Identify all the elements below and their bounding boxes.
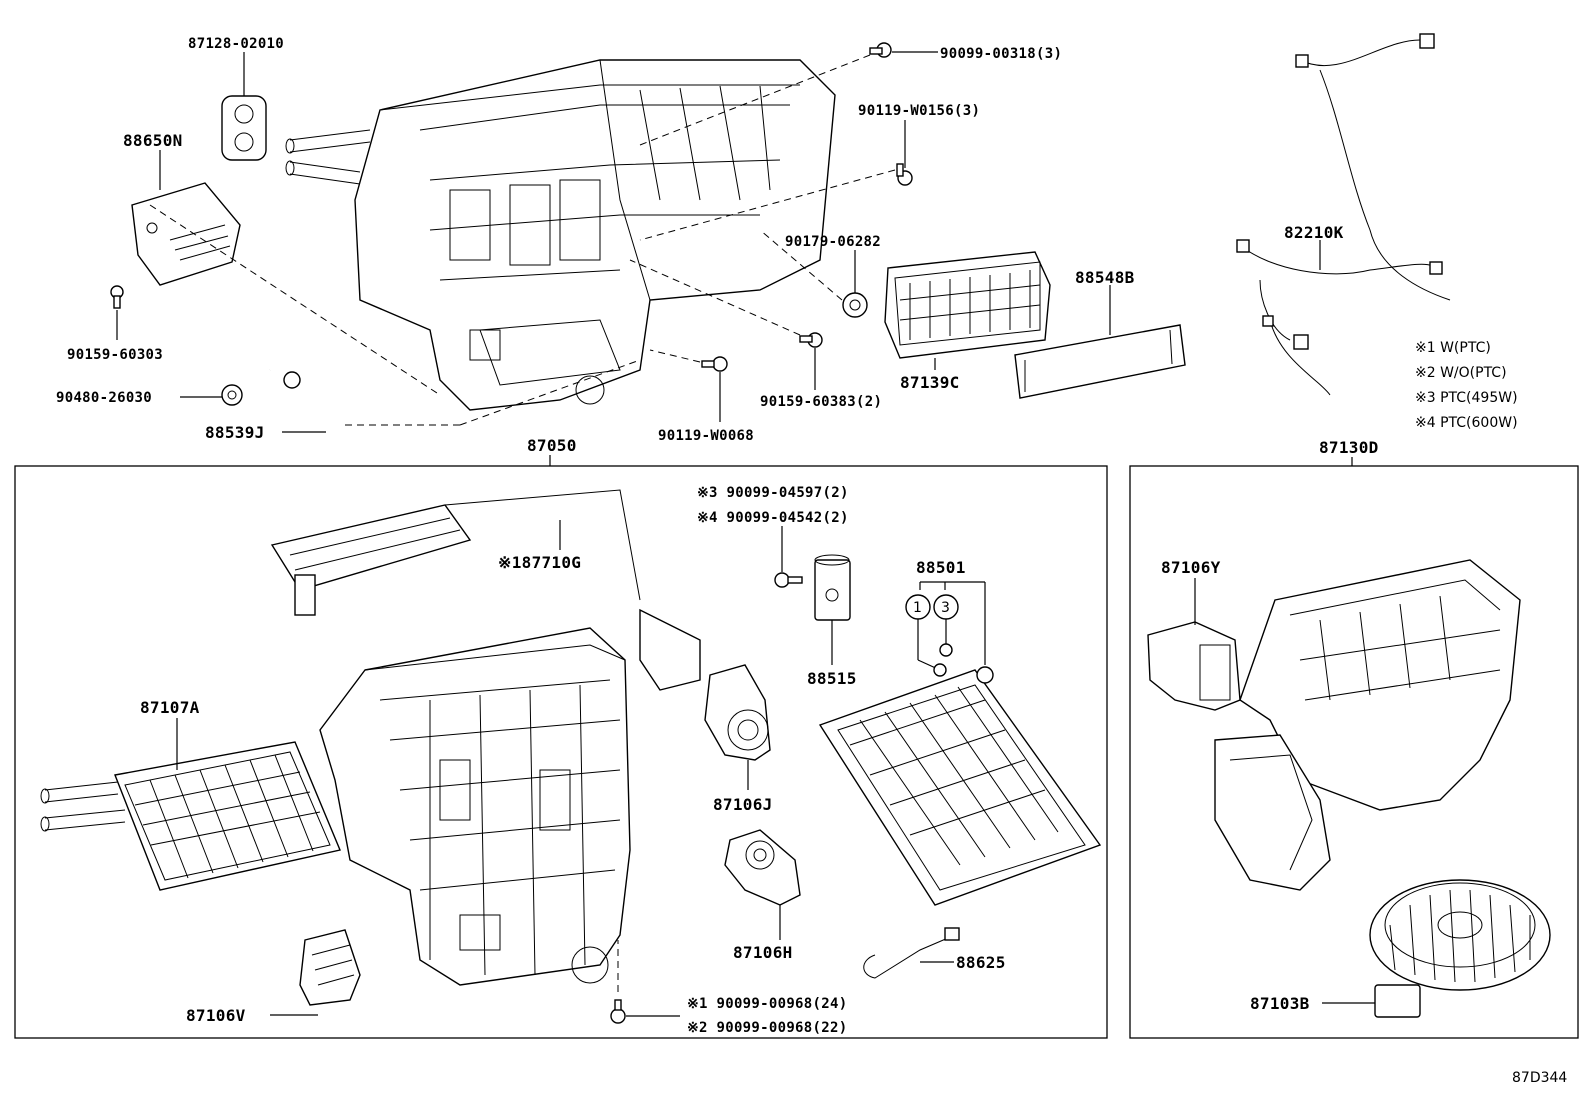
label-88625: 88625 (956, 953, 1006, 972)
label-90099-00318: 90099-00318(3) (940, 46, 1062, 62)
label-90159-60383: 90159-60383(2) (760, 394, 882, 410)
screw-90099-00968 (610, 999, 626, 1024)
assembly-87050-frame (14, 465, 1108, 1039)
filter-88548B (1014, 324, 1186, 399)
ptc-heater-87710G (270, 489, 701, 691)
label-90159-60303: 90159-60303 (67, 347, 163, 363)
evaporator-88501 (818, 666, 1102, 906)
screw-90099-045xx (774, 572, 803, 588)
assembly-87130D-frame (1129, 465, 1579, 1039)
servo-87106Y (1147, 621, 1241, 711)
diagram-code: 87D344 (1512, 1070, 1567, 1086)
grommet-87128 (221, 95, 267, 161)
note-3: ※3 PTC(495W) (1415, 390, 1518, 406)
screw-90099-00318 (869, 42, 892, 58)
label-90119-W0068: 90119-W0068 (658, 428, 754, 444)
label-87106V: 87106V (186, 1006, 246, 1025)
sensor-88625 (863, 927, 960, 979)
servo-87106V (299, 929, 361, 1006)
label-88650N: 88650N (123, 131, 183, 150)
module-88650N (131, 182, 241, 286)
harness-82210K (1236, 33, 1451, 396)
notes-legend: ※1 W(PTC) ※2 W/O(PTC) ※3 PTC(495W) ※4 PT… (1415, 340, 1518, 431)
callout-circle-3: 3 (933, 594, 959, 620)
label-87106H: 87106H (733, 943, 793, 962)
screw-90159-60383 (799, 332, 823, 348)
pipes-top (285, 129, 371, 185)
o-ring-b (933, 663, 947, 677)
screw-90159-60303 (110, 285, 124, 309)
nut-90179-06282 (842, 292, 868, 318)
blower-case-87130D (1214, 559, 1521, 891)
label-90480-26030: 90480-26030 (56, 390, 152, 406)
heater-core-87107A (40, 741, 341, 891)
label-87050: 87050 (527, 436, 577, 455)
blower-motor-87103B (1369, 879, 1551, 1018)
label-90179-06282: 90179-06282 (785, 234, 881, 250)
label-90099-00968-22: ※2 90099-00968(22) (687, 1020, 847, 1036)
o-ring-a (939, 643, 953, 657)
label-82210K: 82210K (1284, 223, 1344, 242)
label-90119-W0156: 90119-W0156(3) (858, 103, 980, 119)
note-2: ※2 W/O(PTC) (1415, 365, 1507, 381)
label-87139C: 87139C (900, 373, 960, 392)
label-87106Y: 87106Y (1161, 558, 1221, 577)
screw-90119-W0156 (896, 163, 913, 186)
screw-90119-W0068 (701, 356, 728, 372)
note-4: ※4 PTC(600W) (1415, 415, 1518, 431)
hvac-case-top (354, 59, 836, 411)
servo-87106J (704, 664, 771, 761)
label-88515: 88515 (807, 669, 857, 688)
note-1: ※1 W(PTC) (1415, 340, 1491, 356)
label-88501: 88501 (916, 558, 966, 577)
label-87128-02010: 87128-02010 (188, 36, 284, 52)
label-90099-04597: ※3 90099-04597(2) (697, 485, 849, 501)
label-87106J: 87106J (713, 795, 773, 814)
hvac-case-frame (319, 627, 631, 986)
callout-circle-1: 1 (905, 594, 931, 620)
expansion-valve-88515 (814, 554, 851, 621)
hose-88539J (269, 363, 333, 460)
label-90099-04542: ※4 90099-04542(2) (697, 510, 849, 526)
label-87107A: 87107A (140, 698, 200, 717)
label-87103B: 87103B (1250, 994, 1310, 1013)
ring-90480-26030 (221, 384, 243, 406)
filter-87139C (884, 251, 1051, 359)
label-87710G: ※187710G (498, 553, 581, 572)
label-87130D: 87130D (1319, 438, 1379, 457)
label-90099-00968-24: ※1 90099-00968(24) (687, 996, 847, 1012)
servo-87106H (724, 829, 801, 906)
label-88539J: 88539J (205, 423, 265, 442)
label-88548B: 88548B (1075, 268, 1135, 287)
svg-text:1: 1 (913, 600, 922, 616)
svg-text:3: 3 (941, 600, 950, 616)
